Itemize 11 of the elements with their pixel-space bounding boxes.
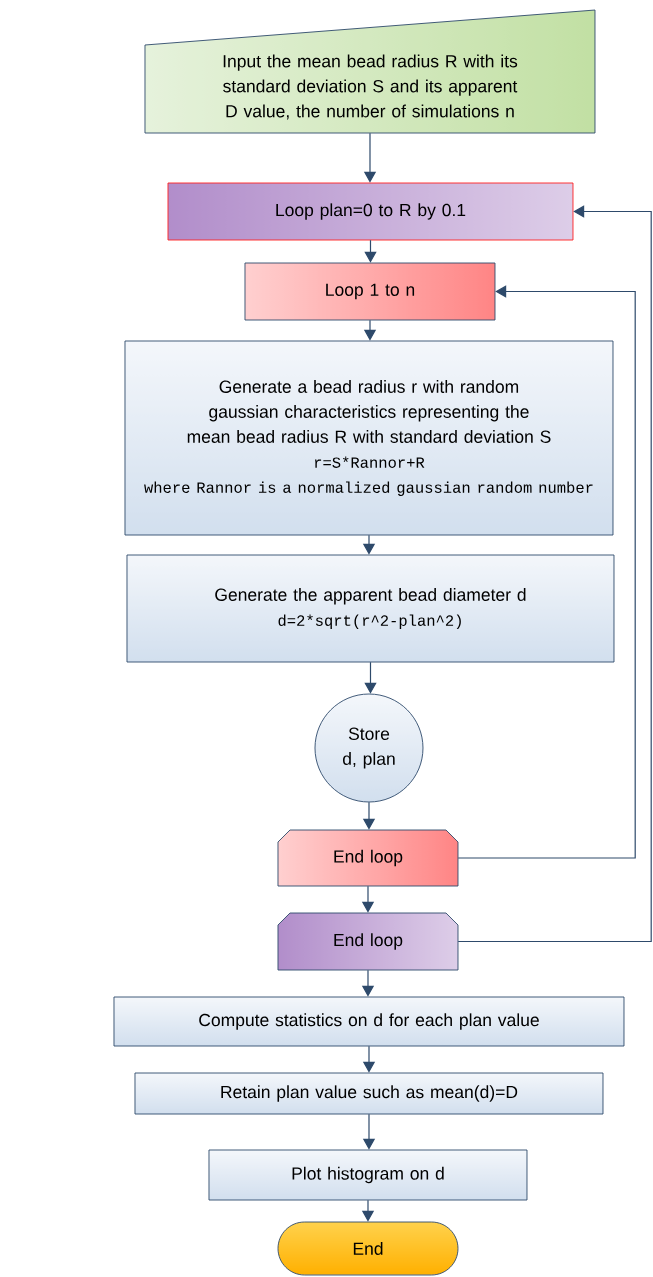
process-box: Compute statistics on d for each plan value — [113, 996, 625, 1047]
arrow — [364, 661, 377, 694]
process-box: Plot histogram on d — [208, 1149, 528, 1201]
arrow — [364, 239, 377, 263]
arrow — [457, 205, 652, 943]
loop-box: Loop 1 to n — [244, 262, 496, 321]
arrow — [457, 285, 636, 859]
process-box: Generate a bead radius r with random gaussian characteristics representing the mean bead radius R with standard deviation S r=S*Rannor+R where Rannor is a normalized gaussian random number — [124, 340, 614, 536]
process-box: Generate the apparent bead diameter d d=2*sqrt(r^2-plan^2) — [126, 554, 615, 663]
loop-box: Loop plan=0 to R by 0.1 — [167, 182, 574, 241]
process-box: Retain plan value such as mean(d)=D — [134, 1072, 604, 1115]
